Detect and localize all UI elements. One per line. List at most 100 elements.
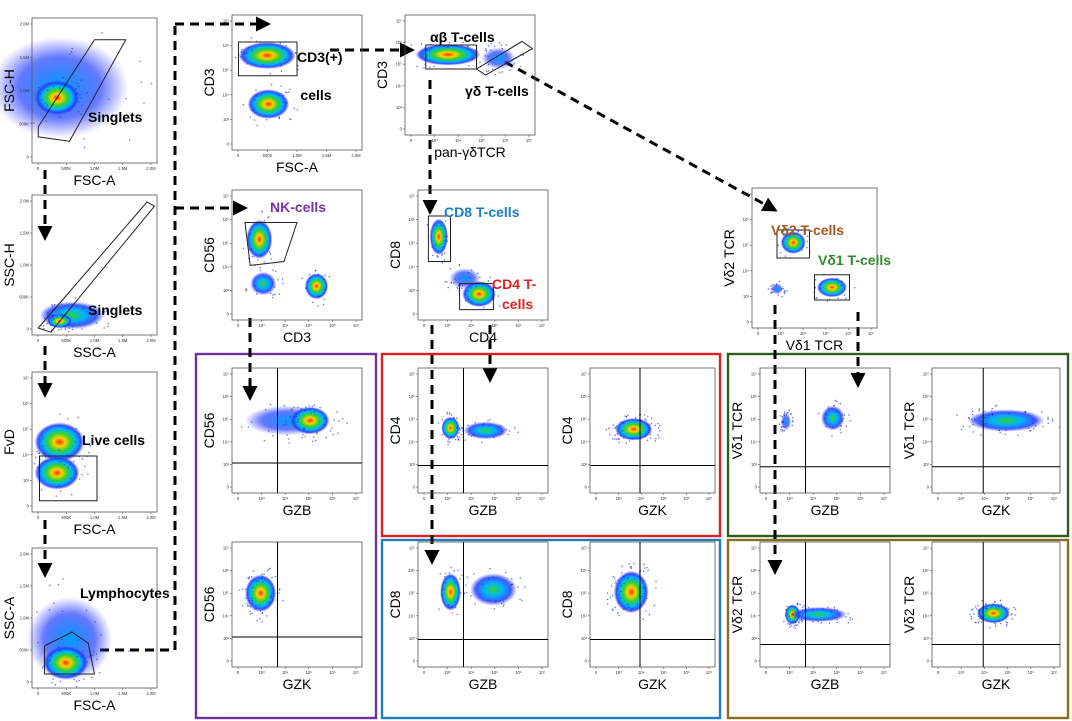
event-dot (503, 430, 505, 432)
y-tick-label: 10³ (409, 288, 416, 293)
x-axis-label: GZK (982, 502, 1011, 518)
event-dot (777, 244, 779, 246)
event-dot (282, 94, 285, 97)
event-dot (1031, 418, 1033, 420)
event-dot (48, 660, 51, 662)
event-dot (447, 440, 449, 443)
event-dot (621, 430, 623, 432)
event-dot (960, 428, 963, 430)
y-axis-label: CD8 (387, 241, 403, 269)
y-tick-label: 0 (927, 485, 930, 490)
y-tick-label: 10³ (751, 462, 758, 467)
event-dot (801, 249, 803, 251)
event-dot (448, 412, 451, 414)
event-dot (613, 427, 616, 429)
y-tick-label: 10⁶ (751, 568, 758, 573)
y-tick-label: 500K (19, 648, 29, 653)
panel-frame-vd2 (726, 538, 1070, 720)
event-dot (87, 473, 89, 475)
event-dot (812, 609, 814, 611)
event-dot (248, 248, 251, 251)
flow-arrows (37, 16, 866, 652)
event-dot (259, 254, 262, 256)
event-dot (1033, 428, 1035, 430)
event-dot (788, 234, 790, 237)
x-tick-label: 0 (937, 670, 940, 675)
event-dot (974, 418, 976, 420)
event-dot (69, 464, 72, 466)
event-dot (286, 423, 288, 425)
event-dot (280, 93, 282, 95)
density-cloud (247, 89, 290, 119)
event-dot (481, 285, 484, 287)
event-dot (416, 65, 418, 68)
event-dot (50, 329, 53, 331)
event-dot (56, 315, 58, 318)
event-dot (248, 576, 250, 578)
event-dot (483, 306, 485, 309)
y-tick-label: 10⁵ (743, 243, 750, 248)
event-dot (243, 57, 246, 60)
event-dot (58, 485, 61, 487)
event-dot (269, 240, 271, 242)
event-dot (35, 456, 37, 459)
event-dot (267, 247, 270, 249)
event-dot (436, 255, 438, 257)
event-dot (296, 421, 299, 423)
event-dot (45, 460, 47, 463)
event-dot (328, 276, 331, 278)
y-tick-label: 10⁴ (223, 92, 230, 97)
event-dot (426, 55, 428, 57)
event-dot (992, 603, 994, 606)
event-dot (501, 432, 504, 434)
x-tick-label: 0 (765, 496, 768, 501)
event-dot (59, 490, 62, 492)
y-tick-label: 10⁵ (923, 591, 930, 596)
event-dot (259, 610, 262, 612)
event-dot (482, 423, 485, 425)
event-dot (467, 424, 469, 426)
x-tick-label: 2.0M (146, 691, 156, 696)
event-dot (86, 92, 88, 94)
event-dot (969, 613, 971, 616)
event-dot (794, 606, 796, 609)
y-tick-label: 10³ (23, 478, 30, 483)
event-dot (490, 43, 492, 45)
event-dot (642, 580, 645, 582)
event-dot (78, 679, 80, 682)
x-tick-label: 0 (410, 138, 413, 143)
x-tick-label: 0 (423, 496, 426, 501)
event-dot (429, 66, 431, 68)
event-dot (471, 59, 473, 61)
event-dot (995, 623, 997, 625)
event-dot (316, 432, 318, 434)
event-dot (971, 420, 974, 423)
event-dot (782, 420, 784, 423)
event-dot (410, 44, 413, 47)
event-dot (459, 578, 461, 580)
x-tick-label: 10⁷ (539, 496, 546, 501)
y-tick-label: 1.0M (20, 88, 30, 93)
gate-label: αβ T-cells (430, 29, 495, 45)
event-dot (241, 48, 243, 51)
event-dot (619, 597, 621, 599)
event-dot (467, 295, 469, 298)
x-tick-label: 10⁵ (661, 670, 668, 675)
y-tick-label: 10⁴ (223, 264, 230, 269)
event-dot (281, 278, 284, 280)
event-dot (337, 432, 339, 434)
event-dot (780, 252, 782, 254)
event-dot (782, 230, 784, 233)
event-dot (620, 421, 622, 423)
event-dot (835, 410, 838, 413)
event-dot (51, 304, 53, 306)
y-tick-label: 10⁵ (409, 417, 416, 422)
event-dot (59, 116, 61, 118)
event-dot (459, 429, 461, 431)
y-tick-label: 0 (27, 504, 30, 509)
event-dot (977, 604, 979, 607)
y-tick-label: 10⁵ (223, 68, 230, 73)
x-tick-label: 10⁴ (810, 670, 817, 675)
